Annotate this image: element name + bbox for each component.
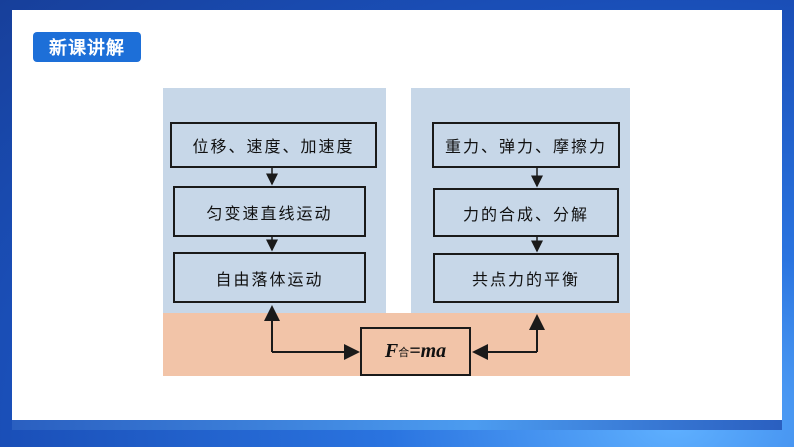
- equilibrium-box: 共点力的平衡: [433, 253, 619, 303]
- uniform-acceleration-box: 匀变速直线运动: [173, 186, 366, 237]
- forces-box: 重力、弹力、摩擦力: [432, 122, 620, 168]
- free-fall-box: 自由落体运动: [173, 252, 366, 303]
- kinematics-quantities-box: 位移、速度、加速度: [170, 122, 377, 168]
- formula-rhs: =ma: [409, 340, 447, 362]
- section-title-tag: 新课讲解: [33, 32, 141, 62]
- footer-decoration: [12, 420, 782, 430]
- formula-force-symbol: F: [384, 340, 399, 362]
- formula-subscript: 合: [398, 345, 410, 359]
- force-composition-box: 力的合成、分解: [433, 188, 619, 237]
